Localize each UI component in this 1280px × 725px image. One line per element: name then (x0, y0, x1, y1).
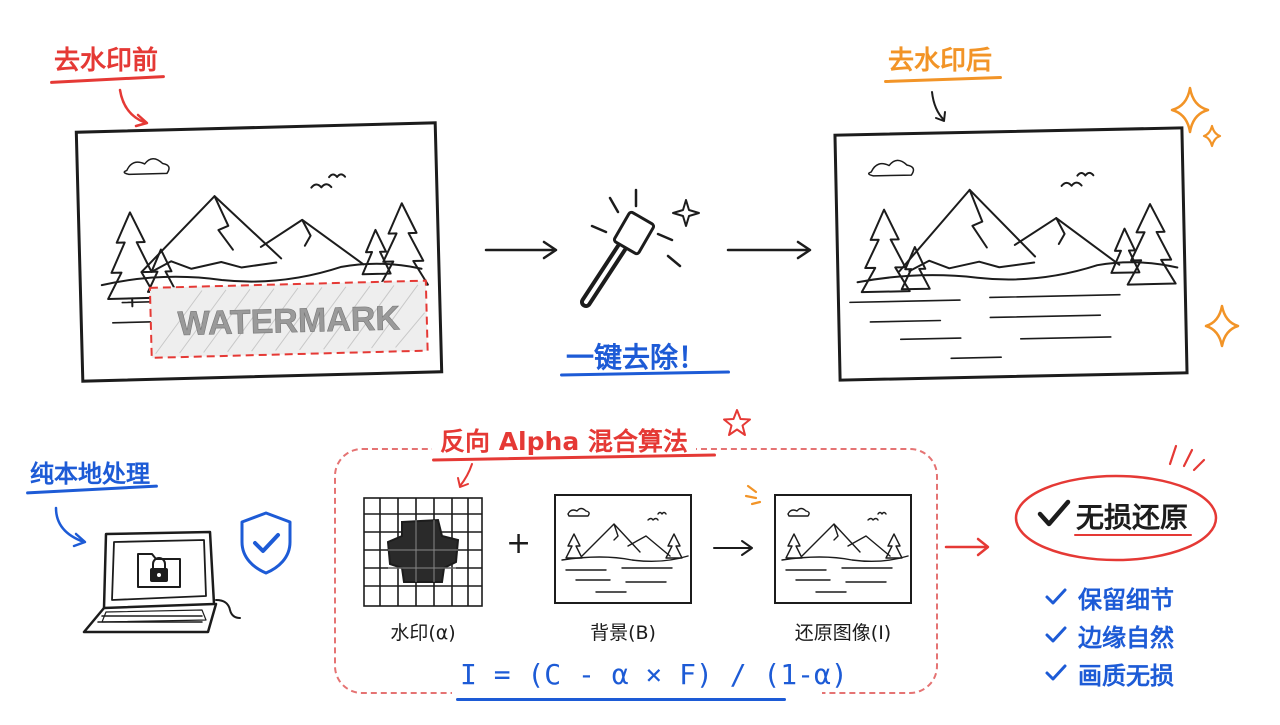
algorithm-arrow-icon (457, 463, 473, 488)
arrow-right-icon-3 (713, 540, 753, 556)
alpha-mask-grid (363, 497, 483, 607)
magic-wand-icon (580, 188, 700, 308)
before-arrow-icon (118, 88, 149, 128)
action-label: 一键去除！ (566, 341, 707, 374)
benefit-text: 边缘自然 (1078, 623, 1174, 652)
lossless-oval (1014, 474, 1218, 562)
after-arrow-icon (931, 91, 946, 122)
watermark-text: WATERMARK (177, 299, 401, 343)
laptop-icon (82, 530, 241, 634)
benefit-text: 保留细节 (1078, 585, 1174, 614)
after-underline (883, 75, 1003, 84)
before-image-frame: WATERMARK (74, 121, 444, 383)
benefit-item: 边缘自然 (1044, 616, 1174, 654)
after-landscape (849, 159, 1179, 360)
shield-check-icon (240, 511, 292, 575)
star-icon (723, 409, 751, 436)
formula-underline (456, 698, 786, 701)
formula-text: I = (C - α × F) / (1-α) (460, 658, 848, 691)
sparkle-icon (1170, 86, 1222, 148)
benefit-item: 画质无损 (1044, 654, 1174, 692)
algorithm-title: 反向 Alpha 混合算法 (432, 422, 696, 458)
sparkle-icon-2 (1204, 304, 1240, 348)
emphasis-lines-icon (1168, 444, 1206, 472)
arrow-right-icon-2 (726, 240, 812, 260)
caption-background: 背景(B) (590, 622, 656, 644)
arrow-right-icon (484, 240, 558, 260)
benefits-list: 保留细节 边缘自然 画质无损 (1044, 578, 1174, 692)
caption-alpha: 水印(α) (390, 622, 456, 644)
after-label: 去水印后 (888, 46, 993, 76)
restored-landscape (781, 507, 909, 593)
formula-background (452, 660, 822, 698)
before-landscape: WATERMARK (100, 157, 429, 359)
lossless-check-icon (1037, 499, 1071, 527)
spark-lines-icon (744, 484, 762, 506)
benefit-check-icon (1045, 664, 1067, 681)
benefit-check-icon (1045, 626, 1067, 643)
after-image-frame (833, 126, 1189, 382)
plus-sign: + (506, 526, 532, 561)
caption-restored: 还原图像(I) (794, 622, 892, 644)
lossless-underline (1074, 534, 1192, 536)
benefit-item: 保留细节 (1044, 578, 1174, 616)
benefit-text: 画质无损 (1078, 661, 1174, 690)
lossless-label: 无损还原 (1076, 501, 1189, 534)
local-arrow-icon (54, 506, 87, 548)
local-label: 纯本地处理 (30, 460, 150, 488)
background-landscape (561, 507, 689, 593)
background-thumbnail (554, 494, 692, 604)
restored-thumbnail (774, 494, 912, 604)
result-arrow-icon (944, 537, 990, 557)
benefit-check-icon (1045, 588, 1067, 605)
before-label: 去水印前 (54, 46, 159, 76)
